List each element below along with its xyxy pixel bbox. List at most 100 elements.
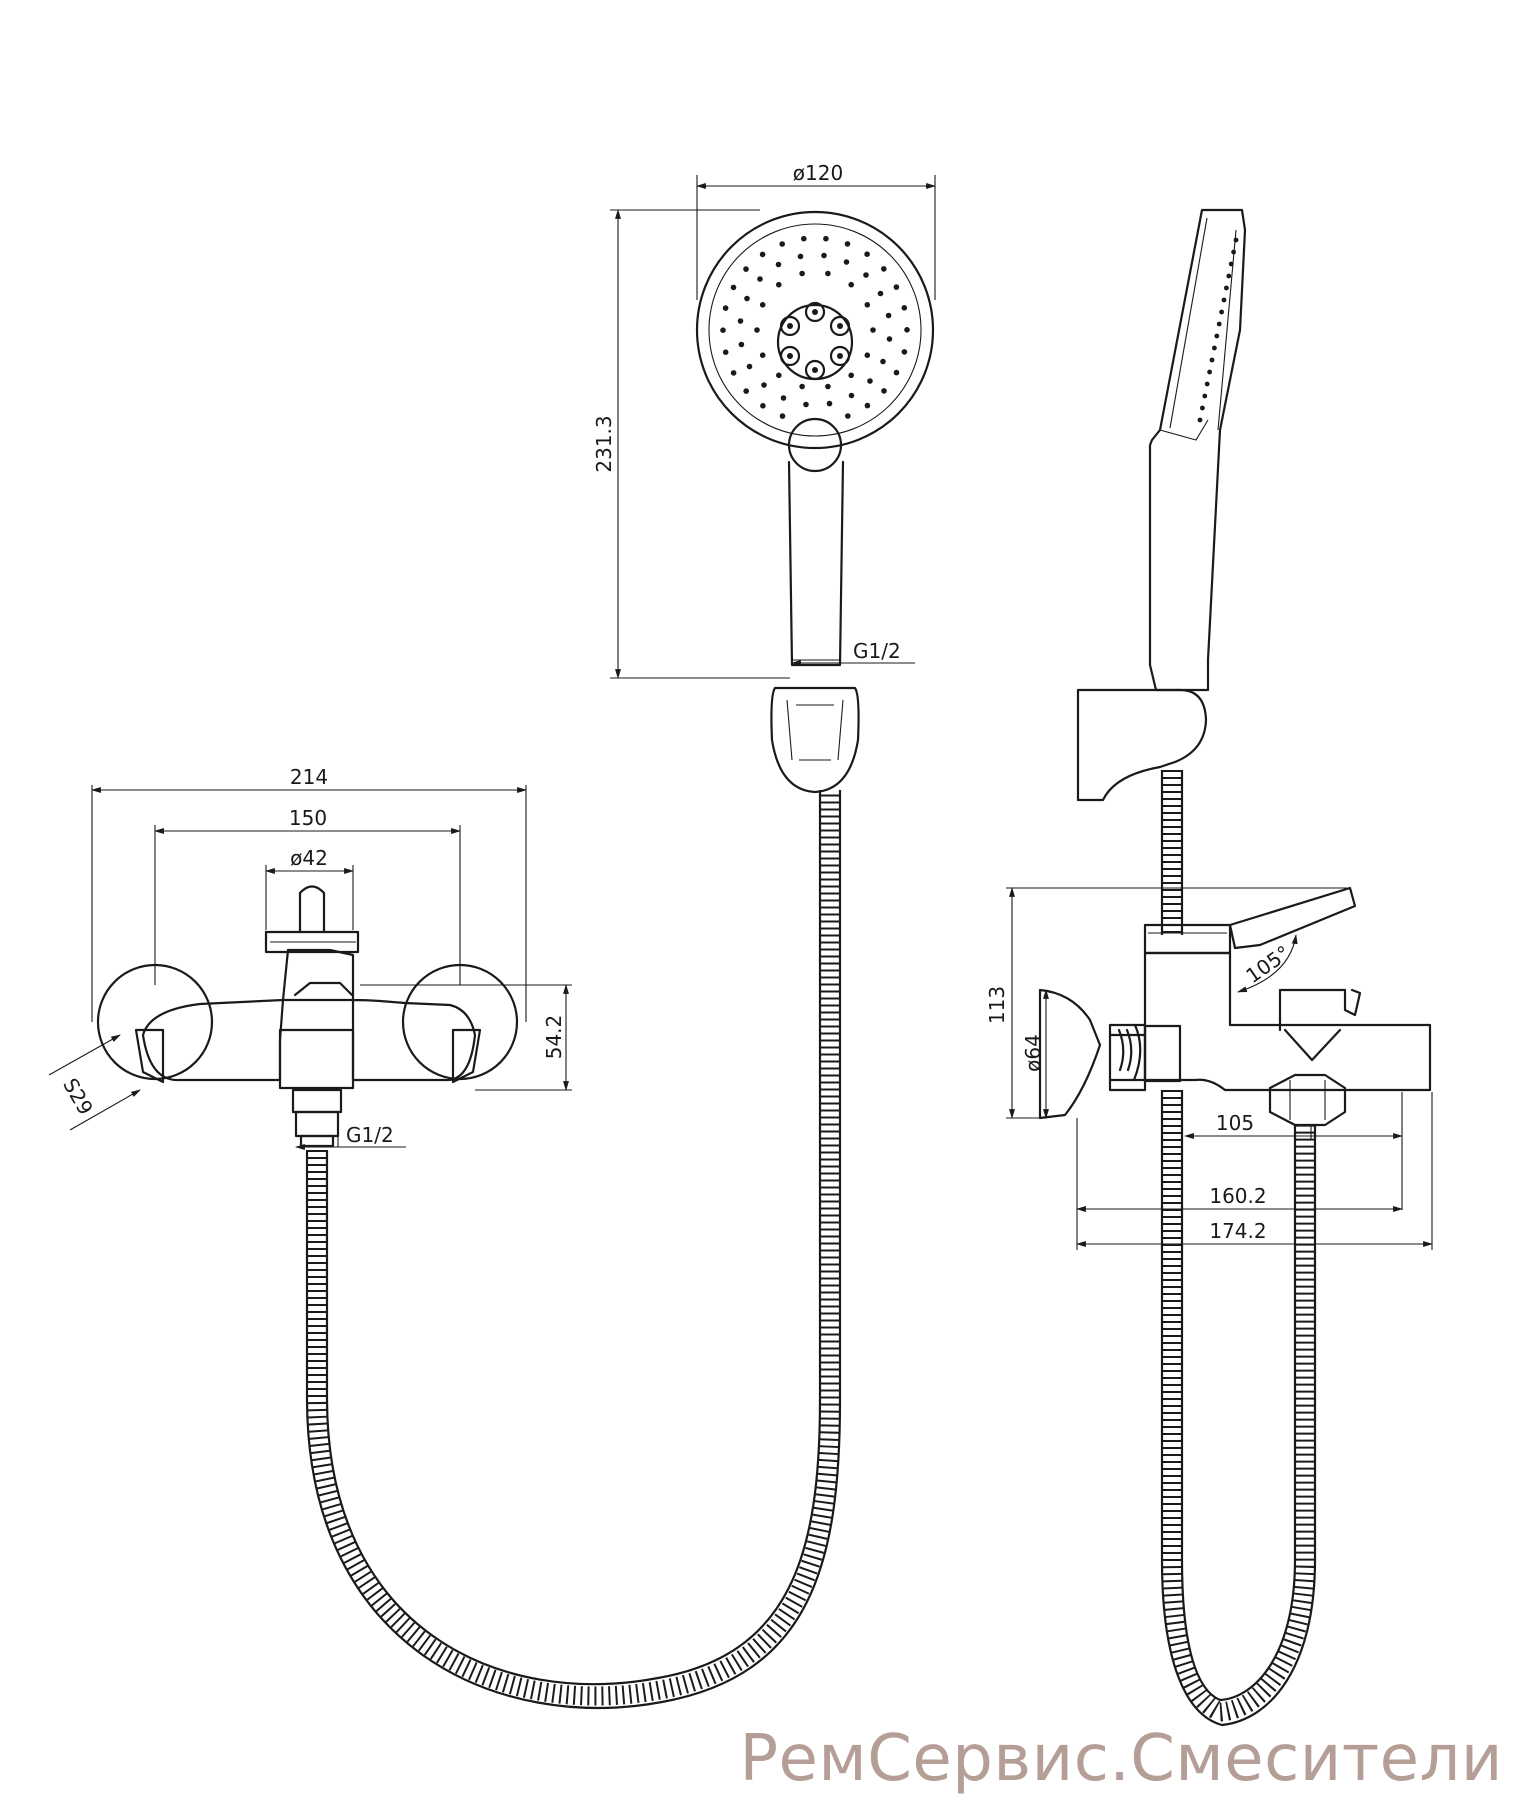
- spray-hole: [776, 281, 782, 288]
- dim-cartridge-diameter: ø42: [290, 846, 328, 870]
- spray-hole: [759, 251, 766, 258]
- spray-hole: [760, 403, 766, 409]
- spray-hole: [779, 241, 785, 247]
- side-spray-hole: [1228, 261, 1234, 267]
- spray-hole: [826, 400, 833, 407]
- wall-holder-front: [770, 686, 860, 794]
- spray-hole: [780, 395, 787, 401]
- outlet-block: [278, 1028, 355, 1090]
- spray-hole: [867, 378, 873, 384]
- spray-hole: [801, 235, 807, 242]
- spray-hole: [877, 290, 884, 297]
- spray-hole: [779, 413, 786, 419]
- spray-hole: [730, 370, 737, 376]
- spray-hole: [844, 241, 851, 247]
- dim-thread-inlet: G1/2: [346, 1123, 394, 1147]
- spray-hole: [863, 272, 869, 278]
- mixer-front-view: 214 150 ø42 54.2 S29 G1/2: [48, 765, 572, 1150]
- wall-flange-side: [1038, 988, 1102, 1120]
- handshower-side: [1148, 208, 1247, 692]
- dim-eccentric-spacing: 150: [289, 806, 327, 830]
- mixer-side-view: 113 ø64 105° 105 160.2 174.2: [985, 208, 1433, 1727]
- spray-hole: [722, 305, 729, 311]
- spray-hole: [720, 327, 726, 334]
- side-spray-hole: [1212, 345, 1217, 351]
- dim-overall-width: 214: [290, 765, 328, 789]
- mixer-lever-side: [1228, 886, 1357, 950]
- side-spray-hole: [1224, 285, 1229, 291]
- spray-hole: [746, 363, 753, 370]
- side-spray-hole: [1202, 393, 1208, 399]
- dim-handshower-length: 231.3: [592, 415, 616, 472]
- spray-hole: [864, 402, 871, 409]
- spray-hole: [743, 388, 749, 394]
- spray-hole: [797, 253, 804, 260]
- massage-nozzles: [779, 301, 851, 381]
- spray-hole: [744, 295, 750, 302]
- side-spray-hole: [1200, 405, 1205, 411]
- spray-hole: [843, 259, 850, 265]
- spray-hole: [880, 358, 886, 365]
- spray-hole: [759, 302, 766, 308]
- side-spray-hole: [1231, 249, 1236, 255]
- spray-hole: [823, 235, 829, 242]
- side-spray-hole: [1209, 357, 1215, 363]
- outlet-nut: [291, 1088, 343, 1114]
- handshower-front-view: ø120 231.3 G1/2: [592, 161, 936, 794]
- dim-spout-reach-mid: 160.2: [1209, 1184, 1266, 1208]
- spray-hole: [893, 284, 900, 290]
- lever-knob: [298, 885, 326, 934]
- spray-hole: [885, 312, 892, 319]
- dim-flange-size: S29: [58, 1074, 98, 1119]
- side-spray-holes: [1197, 237, 1239, 423]
- spray-hole: [848, 372, 854, 379]
- spray-hole: [799, 383, 805, 390]
- spray-hole: [870, 327, 876, 333]
- spray-hole: [821, 252, 827, 259]
- shower-head-inner: [708, 223, 922, 437]
- dim-spout-reach-total: 174.2: [1209, 1219, 1266, 1243]
- spray-hole: [825, 383, 831, 390]
- side-spray-hole: [1214, 333, 1220, 339]
- spray-hole: [904, 327, 910, 333]
- spray-hole: [799, 270, 805, 277]
- side-spray-hole: [1226, 273, 1232, 279]
- spray-hole: [864, 302, 871, 308]
- spray-hole: [893, 369, 900, 376]
- side-spray-hole: [1197, 417, 1203, 423]
- spray-hole: [848, 281, 854, 288]
- side-spray-hole: [1219, 309, 1224, 315]
- spray-hole: [901, 305, 908, 311]
- spray-hole: [825, 270, 831, 277]
- spray-holes: [720, 235, 910, 419]
- dim-spout-reach-short: 105: [1216, 1111, 1254, 1135]
- spray-hole: [775, 261, 782, 268]
- spray-hole: [776, 372, 782, 379]
- side-spray-hole: [1221, 297, 1227, 303]
- dim-body-height: 54.2: [542, 1015, 566, 1060]
- spray-hole: [738, 341, 745, 348]
- mixer-body-side: [1143, 951, 1432, 1092]
- spray-hole: [886, 336, 893, 342]
- wall-holder-side: [1076, 688, 1208, 802]
- spray-hole: [759, 352, 766, 359]
- spray-hole: [881, 266, 887, 272]
- spray-hole: [757, 276, 763, 282]
- spray-hole: [881, 388, 887, 394]
- spray-hole: [743, 266, 749, 272]
- cartridge-housing: [264, 930, 360, 954]
- dim-lever-angle: 105°: [1241, 941, 1294, 988]
- spray-hole: [864, 352, 871, 359]
- dim-head-diameter: ø120: [793, 161, 843, 185]
- side-spray-hole: [1204, 381, 1210, 387]
- spray-hole: [737, 318, 744, 324]
- watermark-logo: РемСервис.Смесители: [739, 1722, 1503, 1796]
- side-spray-hole: [1233, 237, 1239, 243]
- spray-hole: [754, 327, 760, 333]
- spray-hole: [864, 251, 870, 257]
- spray-hole: [730, 284, 737, 291]
- shower-hose-front: [305, 790, 842, 1709]
- shower-head-outer: [695, 210, 935, 450]
- spray-hole: [848, 392, 855, 399]
